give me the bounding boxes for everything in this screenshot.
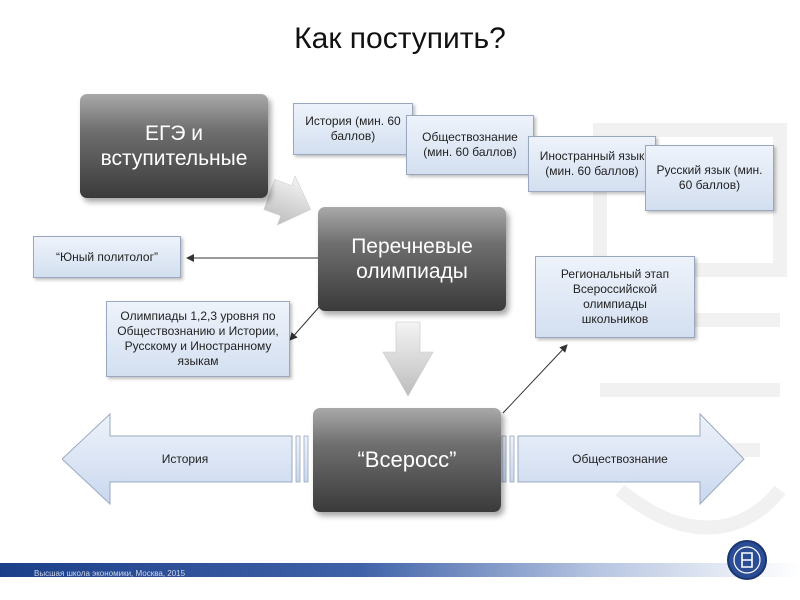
- vseross-box: “Всеросс”: [313, 408, 501, 512]
- university-seal-icon: [727, 540, 767, 580]
- right-arrow-label: Обществознание: [572, 452, 668, 466]
- exam-box-foreign: Иностранный язык (мин. 60 баллов): [528, 136, 656, 192]
- left-arrow: [62, 412, 309, 506]
- footer-text: Высшая школа экономики, Москва, 2015: [34, 569, 186, 578]
- regional-stage-box: Региональный этап Всероссийской олимпиад…: [535, 256, 695, 338]
- exam-box-history: История (мин. 60 баллов): [293, 103, 413, 155]
- exam-box-social: Обществознание (мин. 60 баллов): [406, 115, 534, 175]
- page-title: Как поступить?: [294, 22, 506, 55]
- young-politologist-box: “Юный политолог”: [33, 236, 181, 278]
- olympiads-list-box: Перечневые олимпиады: [318, 207, 506, 311]
- footer-bar: [0, 563, 800, 577]
- left-arrow-label: История: [161, 452, 209, 466]
- right-arrow: [501, 412, 745, 506]
- ege-box: ЕГЭ и вступительные: [80, 94, 268, 198]
- olympiad-levels-box: Олимпиады 1,2,3 уровня по Обществознанию…: [106, 301, 290, 377]
- exam-box-russian: Русский язык (мин. 60 баллов): [645, 145, 774, 211]
